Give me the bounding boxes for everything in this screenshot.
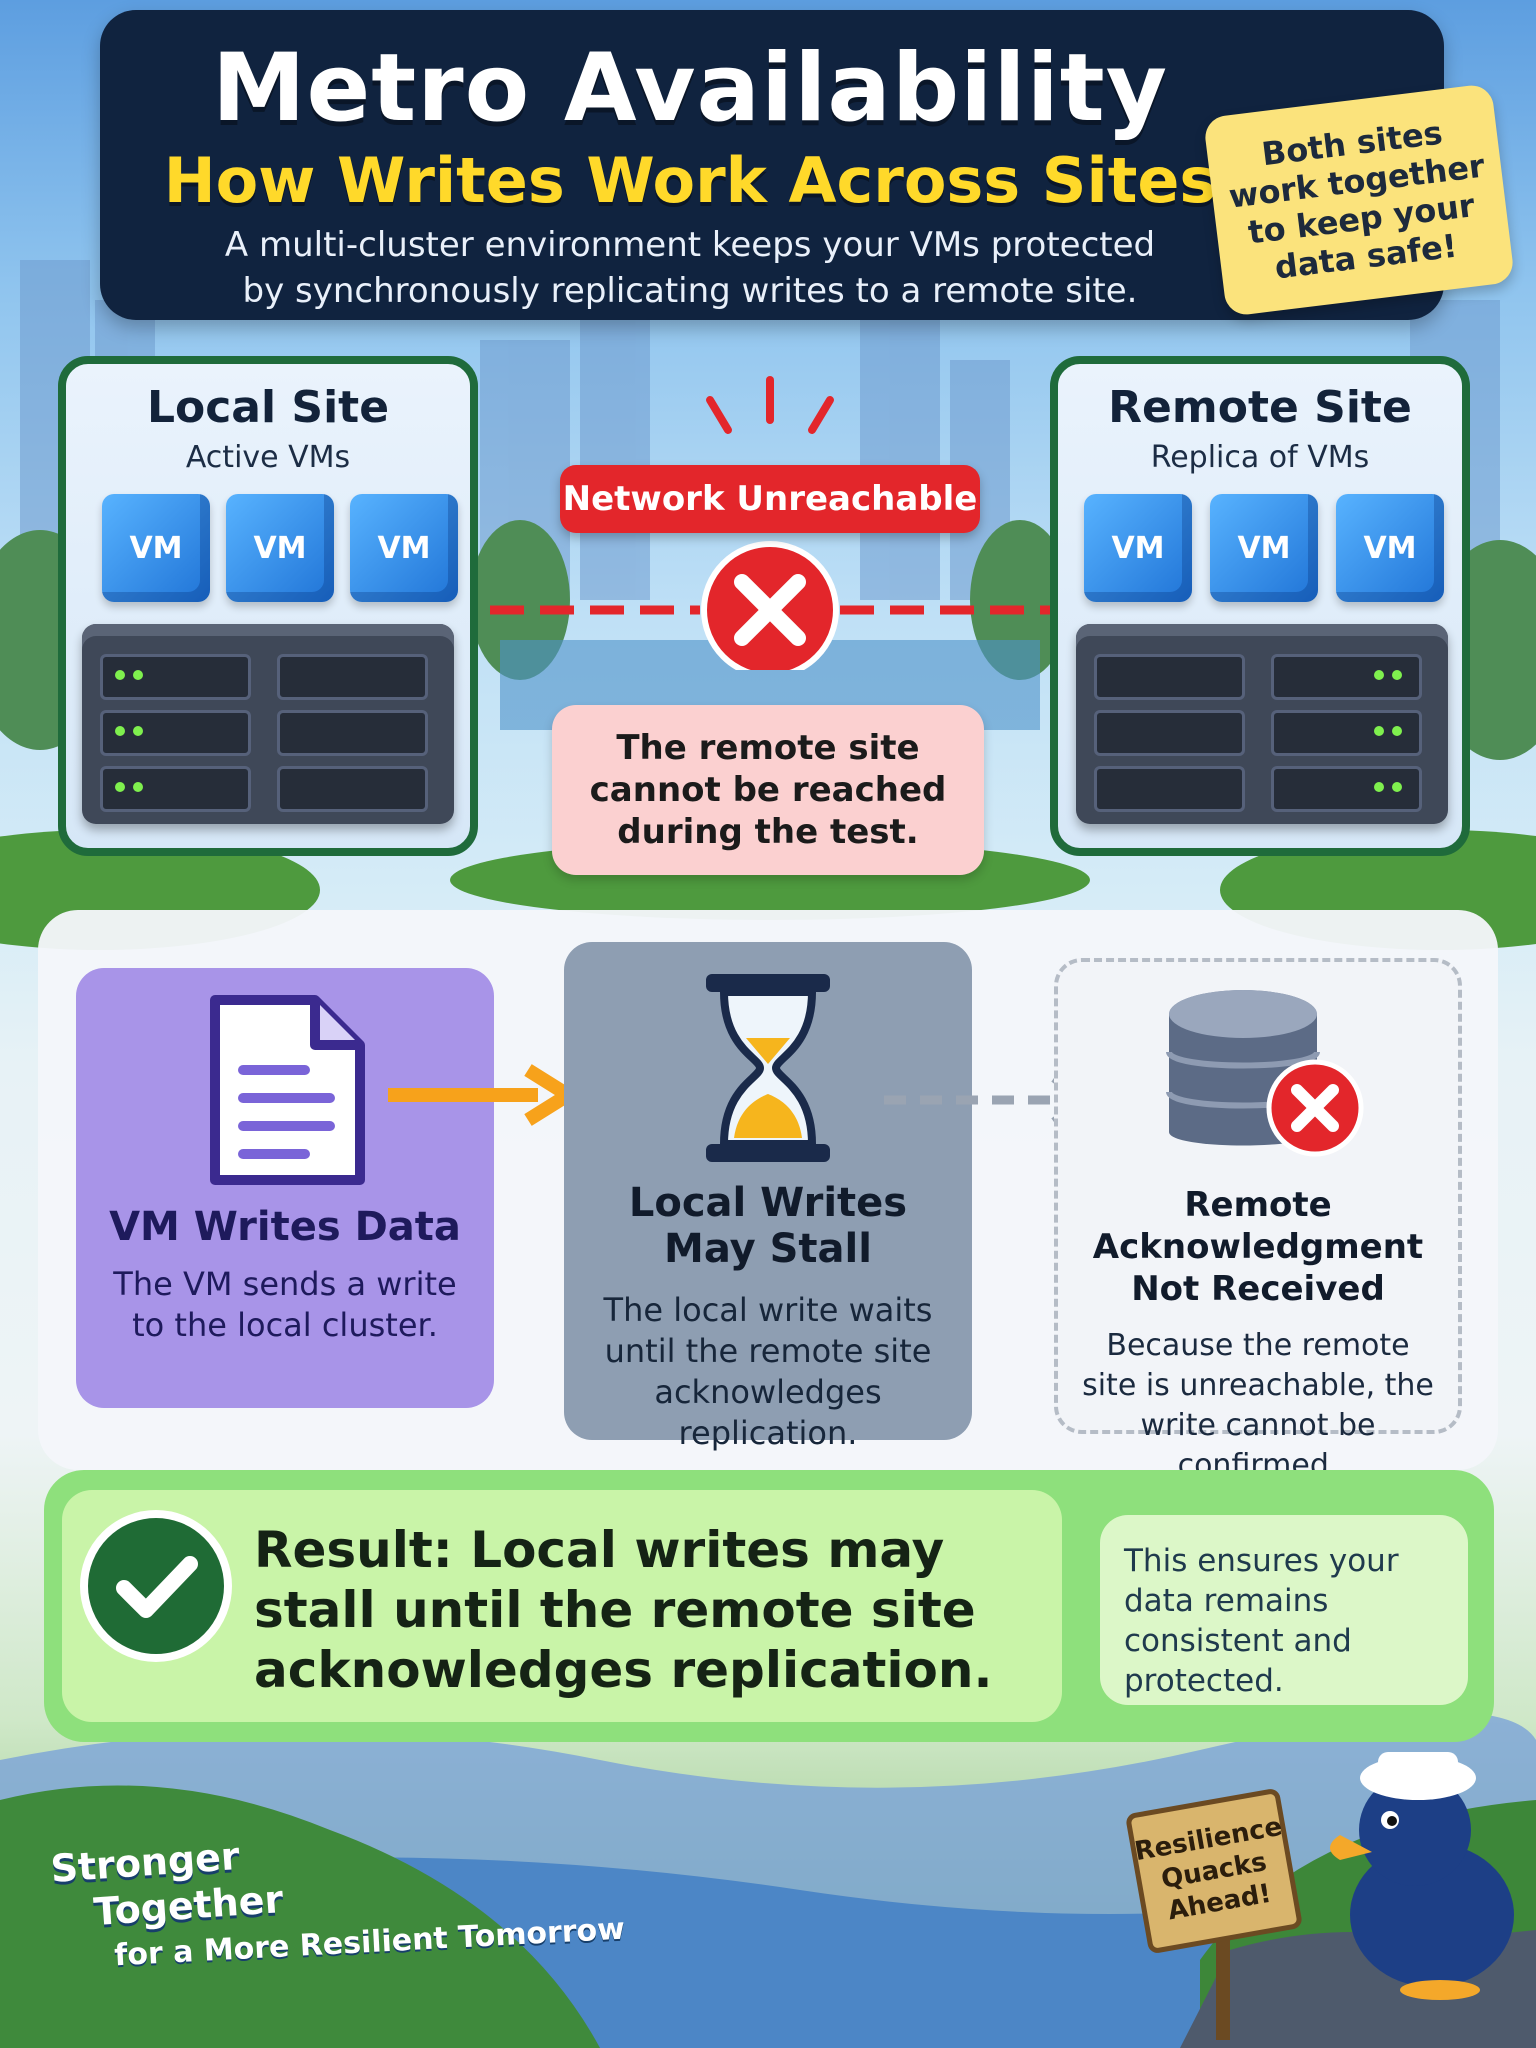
step-description: The VM sends a write to the local cluste…	[113, 1265, 457, 1344]
step-description: The local write waits until the remote s…	[603, 1291, 933, 1452]
step-vm-writes-data: VM Writes Data The VM sends a write to t…	[76, 968, 494, 1408]
local-site-panel: Local Site Active VMs VM VM VM	[58, 356, 478, 856]
sticky-note-callout: Both sites work together to keep your da…	[1202, 83, 1516, 317]
step-local-writes-stall: Local Writes May Stall The local write w…	[564, 942, 972, 1452]
document-icon	[210, 995, 365, 1185]
remote-site-panel: Remote Site Replica of VMs VM VM VM	[1050, 356, 1470, 856]
remote-site-title: Remote Site	[1108, 382, 1412, 433]
step-title: Remote Acknowledgment Not Received	[1092, 1185, 1424, 1309]
vm-cube: VM	[226, 494, 334, 602]
intro-text: A multi-cluster environment keeps your V…	[100, 222, 1280, 314]
page-subtitle: How Writes Work Across Sites	[163, 144, 1217, 217]
network-status-badge: Network Unreachable	[560, 465, 980, 533]
step-description: Because the remote site is unreachable, …	[1082, 1328, 1434, 1483]
duck-mascot	[1330, 1752, 1514, 2000]
broken-link-graphic	[490, 376, 1050, 670]
result-text: Result: Local writes may stall until the…	[254, 1521, 993, 1699]
server-rack-icon	[82, 624, 454, 824]
remote-site-subtitle: Replica of VMs	[1150, 440, 1370, 475]
local-site-title: Local Site	[146, 382, 390, 433]
footer-slogan: Stronger Together	[49, 1833, 285, 1935]
vm-cube: VM	[102, 494, 210, 602]
vm-cube: VM	[1084, 494, 1192, 602]
step-title: Local Writes May Stall	[628, 1180, 908, 1272]
local-site-subtitle: Active VMs	[185, 440, 351, 475]
error-x-icon	[1266, 1059, 1364, 1157]
vm-cube: VM	[1336, 494, 1444, 602]
checkmark-icon	[80, 1510, 232, 1662]
result-side-note: This ensures your data remains consisten…	[1100, 1515, 1468, 1705]
page-title: Metro Availability	[211, 34, 1169, 143]
vm-cube: VM	[1210, 494, 1318, 602]
intro-line-2: by synchronously replicating writes to a…	[242, 271, 1138, 311]
error-x-icon	[701, 541, 839, 670]
vm-cube: VM	[350, 494, 458, 602]
step-remote-ack-missing: Remote Acknowledgment Not Received Becau…	[1054, 958, 1462, 1483]
network-note: The remote site cannot be reached during…	[552, 705, 984, 875]
mascot-sign: Resilience Quacks Ahead!	[1124, 1787, 1304, 1955]
intro-line-1: A multi-cluster environment keeps your V…	[224, 225, 1156, 265]
server-rack-icon	[1076, 624, 1448, 824]
database-icon	[1166, 990, 1364, 1157]
arrow-right-icon	[388, 1064, 575, 1126]
hourglass-icon	[706, 974, 830, 1162]
step-title: VM Writes Data	[109, 1204, 461, 1250]
